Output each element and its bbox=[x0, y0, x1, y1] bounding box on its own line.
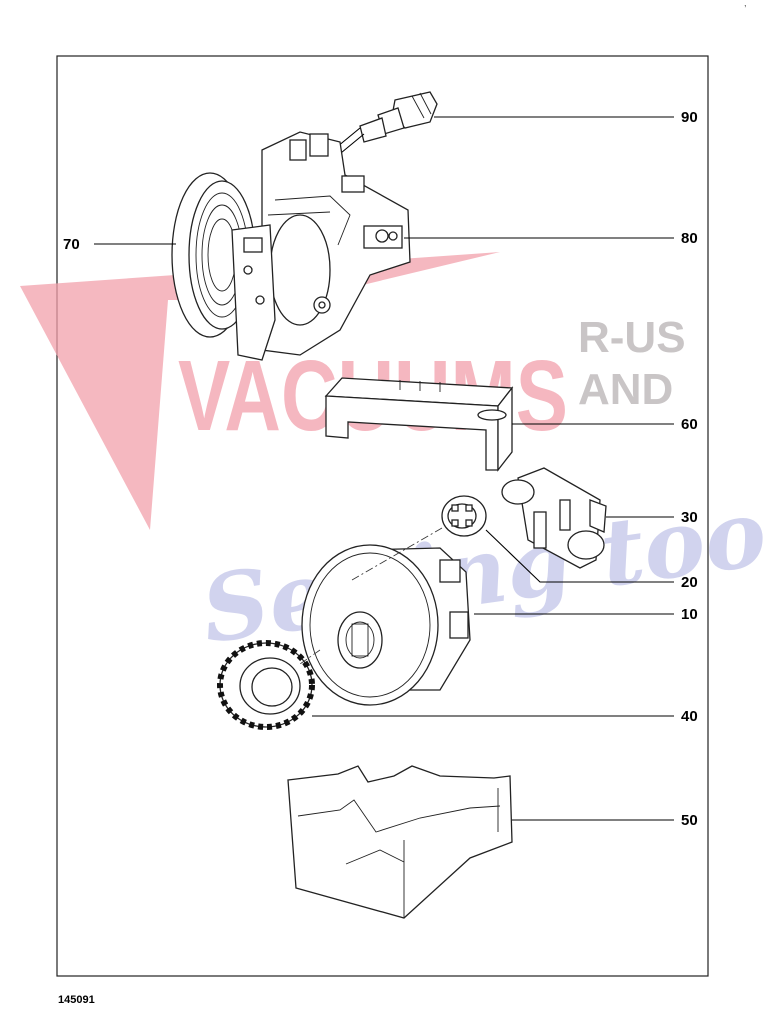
callout-30: 30 bbox=[681, 509, 698, 526]
part-10-motor bbox=[301, 544, 471, 706]
part-70-cord-reel bbox=[171, 172, 276, 361]
watermark-r-us: R-US bbox=[578, 313, 686, 362]
callout-80: 80 bbox=[681, 230, 698, 247]
callout-50: 50 bbox=[681, 812, 698, 829]
leader-20 bbox=[485, 529, 674, 583]
part-60-bracket bbox=[324, 377, 514, 472]
watermark-and: AND bbox=[578, 365, 673, 414]
part-50-base-tray bbox=[287, 765, 513, 919]
part-20-coupling bbox=[441, 495, 487, 537]
document-number: 145091 bbox=[58, 994, 95, 1006]
callout-70: 70 bbox=[63, 236, 80, 253]
axis-line-lower bbox=[299, 649, 321, 665]
axis-line-upper bbox=[351, 527, 443, 581]
part-80-cord-reel-housing bbox=[261, 131, 411, 356]
part-30-clamp bbox=[501, 467, 607, 569]
callout-90: 90 bbox=[681, 109, 698, 126]
callout-10: 10 bbox=[681, 606, 698, 623]
callout-60: 60 bbox=[681, 416, 698, 433]
leader-lines bbox=[94, 116, 674, 821]
diagram-frame bbox=[56, 55, 709, 977]
part-90-power-plug bbox=[325, 91, 438, 163]
callout-40: 40 bbox=[681, 708, 698, 725]
part-40-ring bbox=[217, 640, 315, 730]
callout-20: 20 bbox=[681, 574, 698, 591]
corner-mark: , bbox=[744, 0, 747, 8]
watermark-v-shape bbox=[20, 252, 500, 530]
